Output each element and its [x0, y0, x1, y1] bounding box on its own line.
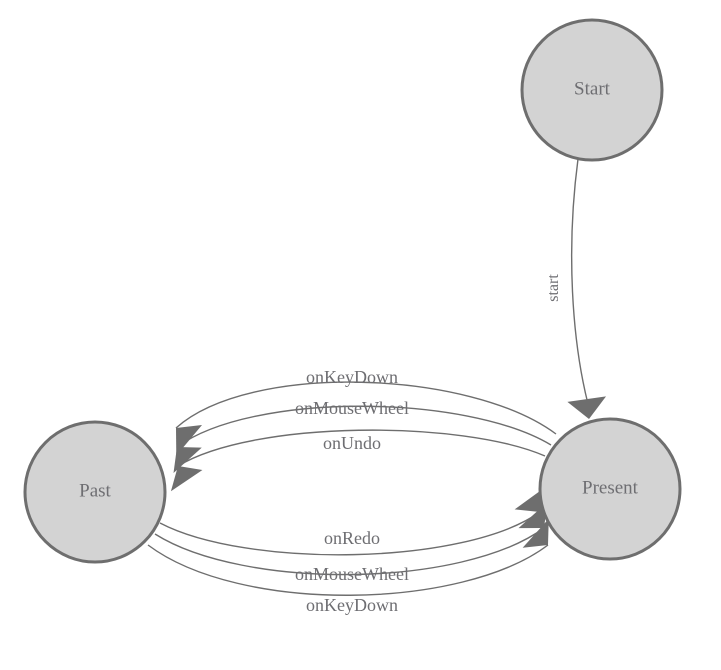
node-present[interactable]: Present [538, 417, 682, 561]
arrowhead-icon [170, 466, 203, 492]
node-present-circle [538, 417, 682, 561]
edge-path [147, 544, 549, 596]
edge-past-to-present-onredo[interactable] [159, 486, 556, 556]
edge-label-past-present-onredo: onRedo [324, 528, 380, 548]
edge-path [159, 511, 541, 556]
node-start[interactable]: Start [520, 18, 664, 162]
node-past-label: Past [79, 480, 111, 501]
edge-start-to-present[interactable] [567, 158, 608, 422]
node-start-label: Start [574, 78, 611, 99]
edge-path [570, 158, 589, 405]
edge-label-present-past-onmousewheel: onMouseWheel [295, 398, 409, 418]
node-past-circle [23, 420, 167, 564]
node-present-label: Present [582, 477, 639, 498]
arrowhead-icon [514, 486, 547, 512]
node-past[interactable]: Past [23, 420, 167, 564]
edge-label-start-present: start [545, 274, 562, 302]
node-start-circle [520, 18, 664, 162]
edge-path [175, 381, 557, 435]
edge-present-to-past-onundo[interactable] [161, 429, 546, 492]
edge-path [176, 405, 552, 448]
edge-label-present-past-onkeydown: onKeyDown [306, 367, 398, 387]
edge-path [154, 527, 545, 576]
edge-label-past-present-onkeydown: onKeyDown [306, 595, 398, 615]
edge-label-past-present-onmousewheel: onMouseWheel [295, 564, 409, 584]
arrowhead-icon [567, 396, 607, 419]
edge-path [177, 429, 546, 467]
edge-label-present-past-onundo: onUndo [323, 433, 381, 453]
